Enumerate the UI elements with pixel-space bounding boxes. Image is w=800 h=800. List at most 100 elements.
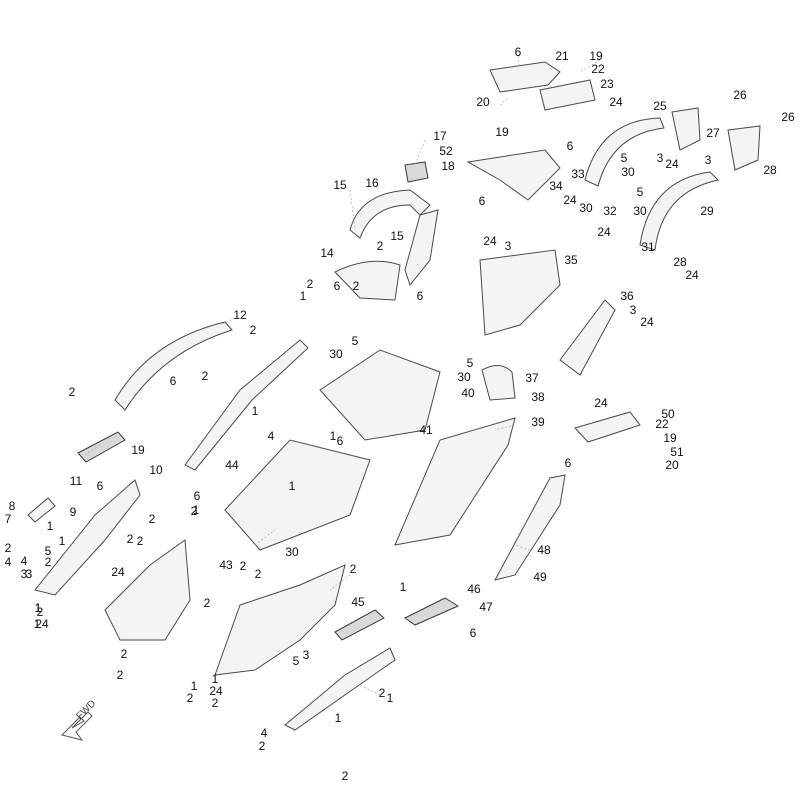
callout-number: 38 xyxy=(531,390,545,404)
callout-number: 1 xyxy=(330,429,337,443)
callout-number: 24 xyxy=(665,157,679,171)
callout-number: 6 xyxy=(194,489,201,503)
part-39-side-panel xyxy=(394,417,516,546)
callout-number: 23 xyxy=(600,77,614,91)
leader-lines xyxy=(84,55,601,696)
callout-number: 3 xyxy=(657,151,664,165)
callout-number: 3 xyxy=(630,303,637,317)
callout-number: 29 xyxy=(700,204,714,218)
callout-number: 2 xyxy=(379,686,386,700)
callout-number: 2 xyxy=(121,647,128,661)
callout-number: 2 xyxy=(240,559,247,573)
callout-number: 19 xyxy=(663,431,677,445)
callout-number: 2 xyxy=(212,696,219,710)
callout-number: 2 xyxy=(307,277,314,291)
part-21-rack xyxy=(489,61,561,93)
part-27-flap xyxy=(671,107,701,151)
callout-number: 34 xyxy=(549,179,563,193)
callout-number: 2 xyxy=(350,562,357,576)
part-34-bracket xyxy=(466,149,561,201)
parts-layer xyxy=(27,61,761,731)
callout-number: 6 xyxy=(565,456,572,470)
callout-number: 27 xyxy=(706,126,720,140)
part-24-rocker xyxy=(284,647,396,731)
callout-number: 30 xyxy=(621,165,635,179)
callout-number: 5 xyxy=(621,151,628,165)
callout-number: 44 xyxy=(225,458,239,472)
callout-number: 32 xyxy=(603,204,617,218)
callout-number: 24 xyxy=(111,565,125,579)
callout-number: 45 xyxy=(351,595,365,609)
callout-number: 1 xyxy=(212,672,219,686)
callout-number: 43 xyxy=(219,558,233,572)
part-50-plate xyxy=(574,411,641,443)
callout-number: 1 xyxy=(59,534,66,548)
callout-number: 2 xyxy=(5,541,12,555)
callout-number: 5 xyxy=(637,185,644,199)
part-23-bracket xyxy=(539,79,596,111)
part-8-bracket xyxy=(27,497,56,523)
callout-number: 1 xyxy=(335,711,342,725)
callout-number: 24 xyxy=(209,684,223,698)
part-16-grab-bar-leg xyxy=(404,209,439,287)
callout-number: 22 xyxy=(591,62,605,76)
part-24-front-left xyxy=(104,539,191,641)
callout-number: 12 xyxy=(233,308,247,322)
callout-number: 5 xyxy=(45,544,52,558)
callout-number: 30 xyxy=(285,545,299,559)
callout-number: 31 xyxy=(641,240,655,254)
callout-number: 1 xyxy=(387,691,394,705)
part-36-panel xyxy=(559,299,616,376)
callout-number: 22 xyxy=(655,417,669,431)
callout-number: 24 xyxy=(609,95,623,109)
callout-number: 11 xyxy=(70,474,83,488)
callout-number: 2 xyxy=(342,769,349,783)
callout-number: 18 xyxy=(441,159,455,173)
callout-number: 16 xyxy=(365,176,379,190)
callout-number: 2 xyxy=(117,668,124,682)
callout-number: 2 xyxy=(259,739,266,753)
callout-number: 40 xyxy=(461,386,475,400)
callout-number: 2 xyxy=(69,385,76,399)
callout-number: 3 xyxy=(705,153,712,167)
callout-number: 2 xyxy=(45,555,52,569)
part-12-rail xyxy=(114,321,233,411)
callout-number: 46 xyxy=(467,582,481,596)
callout-number: 1 xyxy=(35,601,42,615)
callout-number: 2 xyxy=(204,596,211,610)
callout-number: 33 xyxy=(571,167,585,181)
part-25-fender xyxy=(584,117,665,187)
callout-number: 2 xyxy=(149,512,156,526)
callout-number: 26 xyxy=(781,110,795,124)
callout-number: 2 xyxy=(191,504,198,518)
callout-number: 15 xyxy=(390,229,404,243)
callout-number: 6 xyxy=(479,194,486,208)
callout-number: 2 xyxy=(137,534,144,548)
part-49-side-panel xyxy=(494,474,566,581)
part-47-step xyxy=(404,597,460,626)
callout-number: 2 xyxy=(37,605,44,619)
callout-number: 6 xyxy=(515,45,522,59)
callout-number: 6 xyxy=(470,626,477,640)
part-29-fender xyxy=(639,171,720,251)
callout-number: 6 xyxy=(417,289,424,303)
callout-number: 6 xyxy=(337,434,344,448)
callout-number: 15 xyxy=(333,178,347,192)
callout-number: 2 xyxy=(202,369,209,383)
callout-number: 39 xyxy=(531,415,545,429)
callout-number: 1 xyxy=(289,479,296,493)
callout-number: 6 xyxy=(97,479,104,493)
callout-number: 1 xyxy=(300,289,307,303)
callout-number: 5 xyxy=(352,334,359,348)
callout-number: 1 xyxy=(34,617,41,631)
callout-number: 7 xyxy=(5,512,12,526)
part-46-footrest xyxy=(334,609,385,641)
callout-number: 4 xyxy=(5,555,12,569)
callout-number: 2 xyxy=(250,323,257,337)
callout-number: 1 xyxy=(252,404,259,418)
callout-number: 5 xyxy=(467,356,474,370)
callout-number: 19 xyxy=(131,443,145,457)
callout-number: 48 xyxy=(537,543,551,557)
callout-number: 6 xyxy=(170,374,177,388)
